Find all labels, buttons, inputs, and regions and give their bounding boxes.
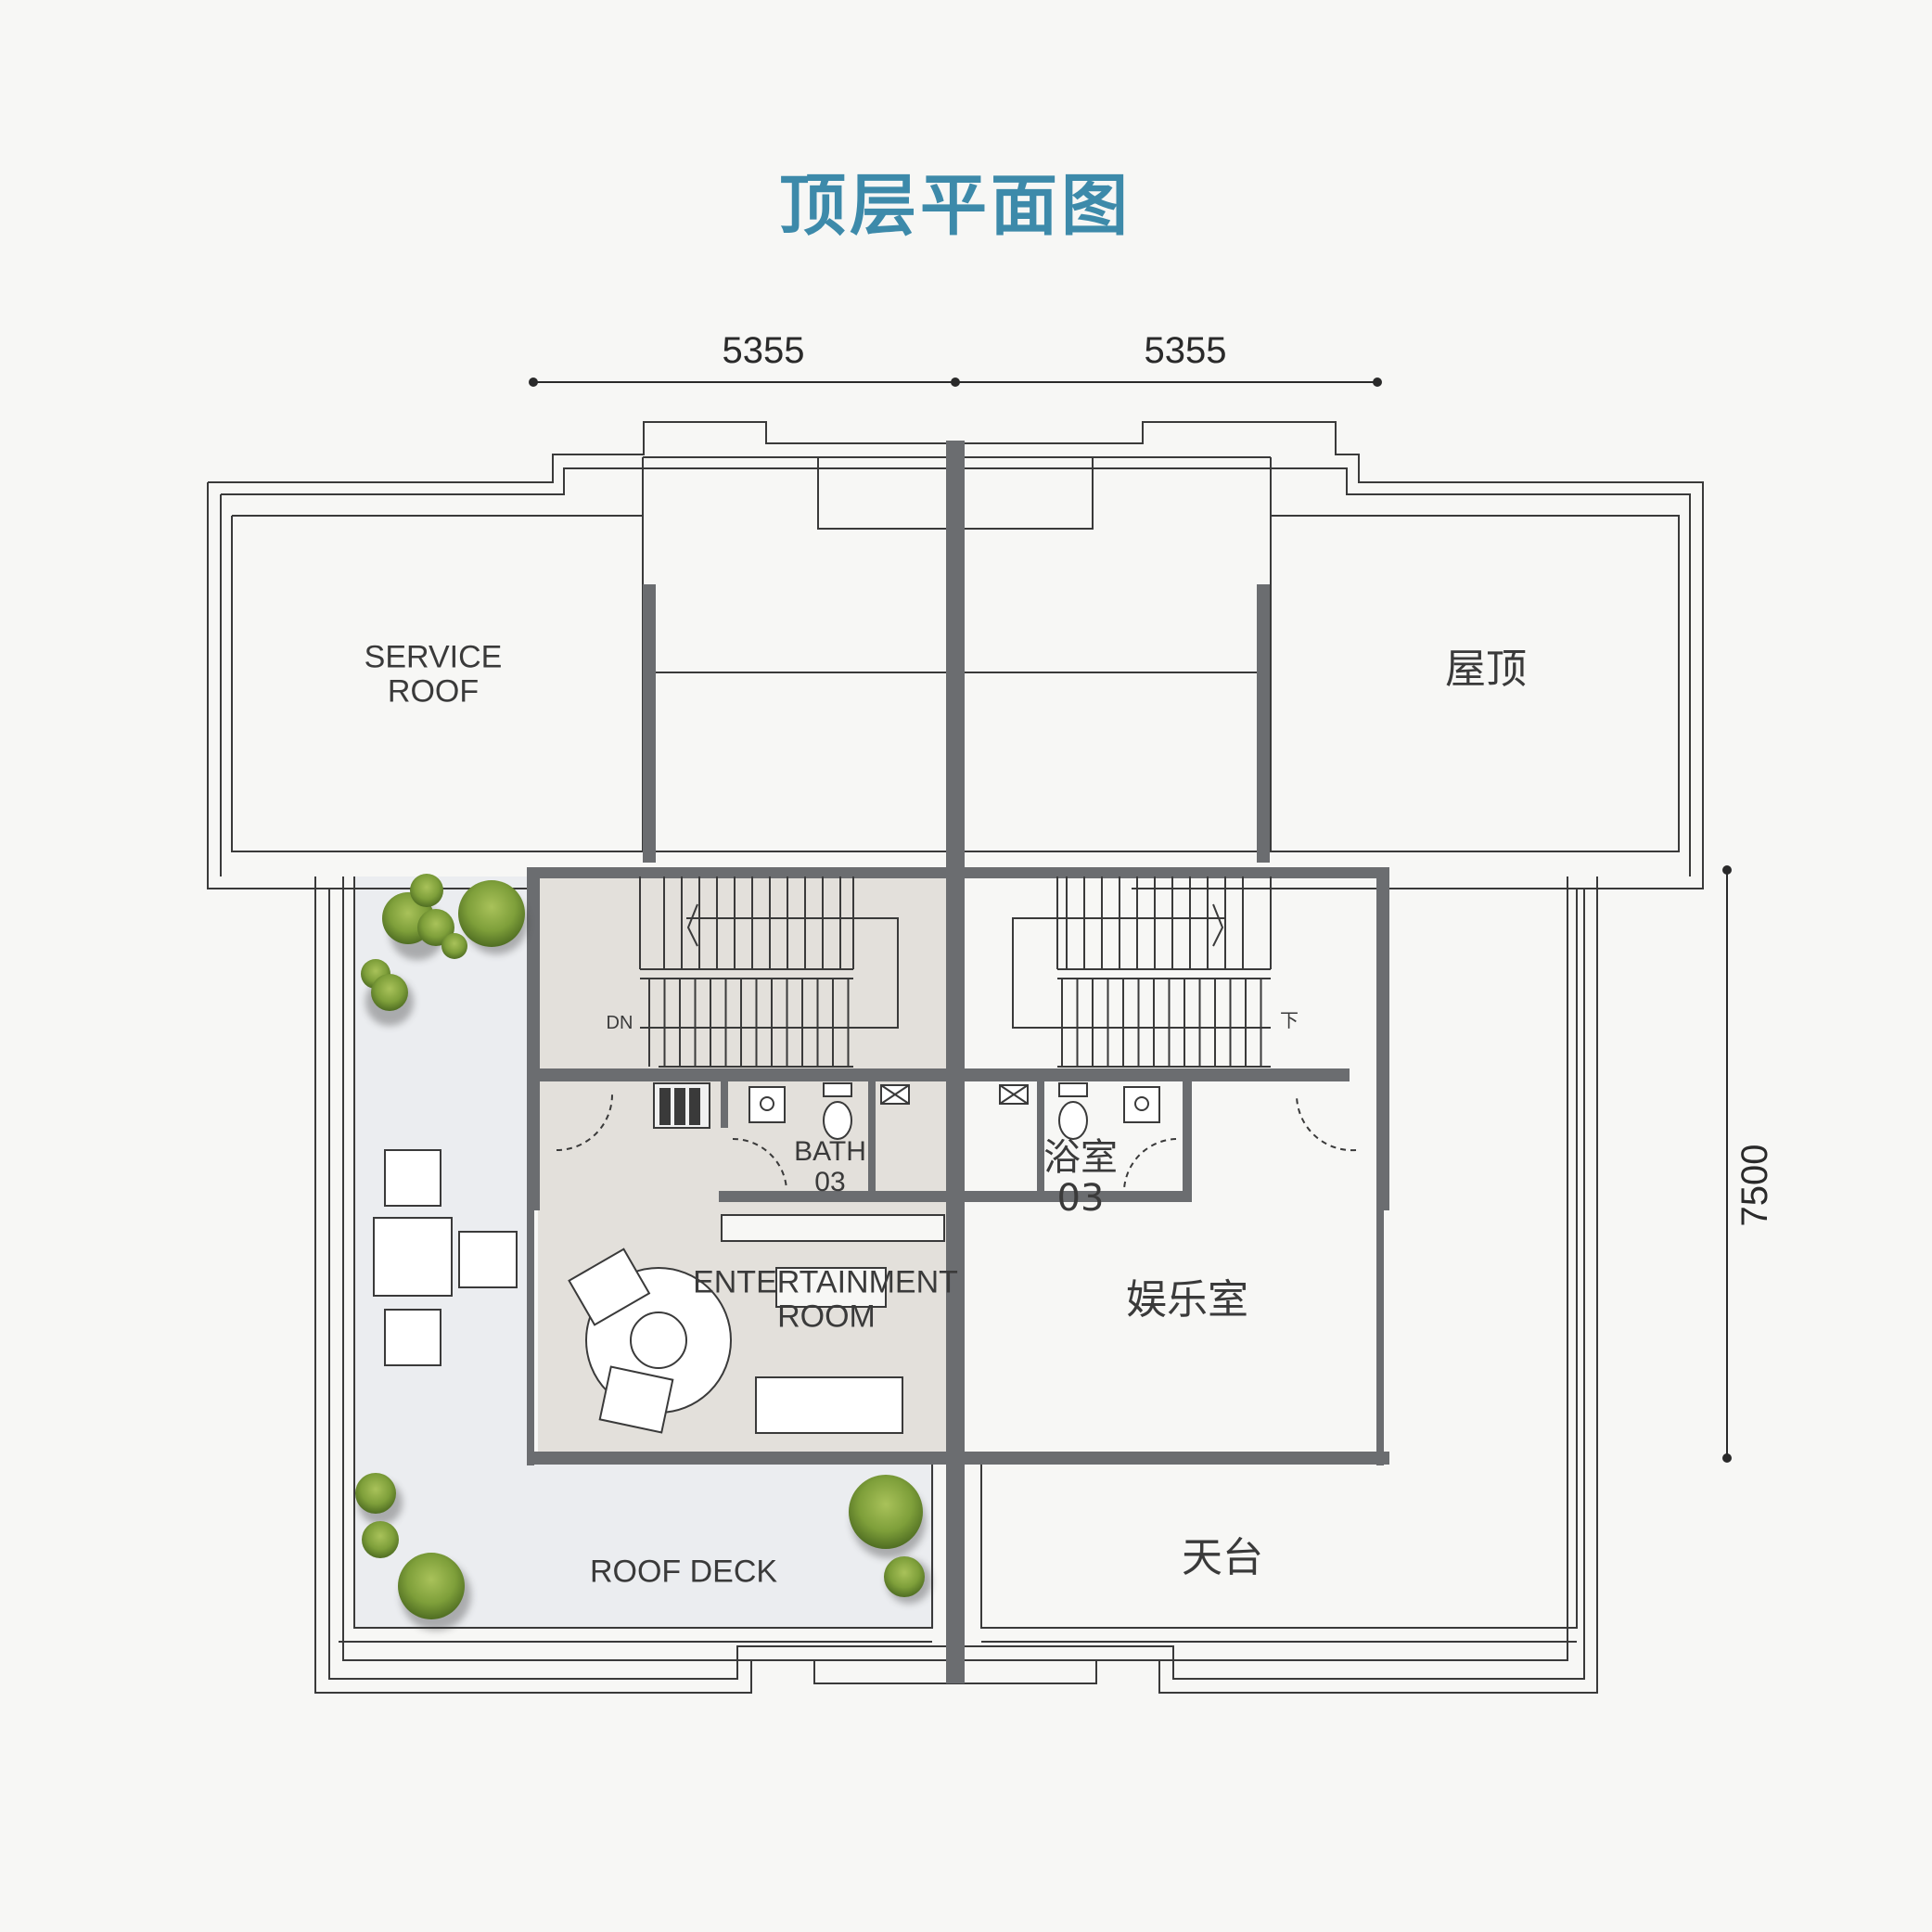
label-entertainment-room: ROOM <box>777 1299 876 1335</box>
label-roof-zh: 屋顶 <box>1445 645 1527 693</box>
label-entertainment: ENTERTAINMENT <box>693 1264 958 1300</box>
dimension-lines <box>529 377 1732 1463</box>
label-service-roof: SERVICE ROOF <box>364 639 503 710</box>
label-stair-down-zh: 下 <box>1280 1011 1299 1031</box>
stair-left <box>639 876 899 1068</box>
label-entertainment-zh: 娱乐室 <box>1126 1275 1248 1324</box>
label-stair-dn: DN <box>606 1013 633 1033</box>
deck-furniture <box>373 1149 518 1366</box>
label-roof-deck: ROOF DECK <box>589 1554 778 1590</box>
label-bath: BATH 03 <box>794 1136 866 1197</box>
label-roof-deck-zh: 天台 <box>1182 1533 1263 1581</box>
structural-walls <box>527 441 1389 1683</box>
dimension-width-left: 5355 <box>722 330 805 371</box>
dimension-width-right: 5355 <box>1144 330 1227 371</box>
stair-right <box>1012 876 1272 1068</box>
dimension-depth: 7500 <box>1734 1144 1775 1227</box>
upper-roof-outline <box>207 421 1704 889</box>
bath-fixtures <box>653 1082 1160 1140</box>
planters <box>355 874 931 1631</box>
door-swings <box>556 1094 1357 1190</box>
label-bath-zh: 浴室 03 <box>1043 1136 1118 1220</box>
page-title: 顶层平面图 <box>778 166 1132 245</box>
entertainment-furniture <box>568 1214 945 1434</box>
